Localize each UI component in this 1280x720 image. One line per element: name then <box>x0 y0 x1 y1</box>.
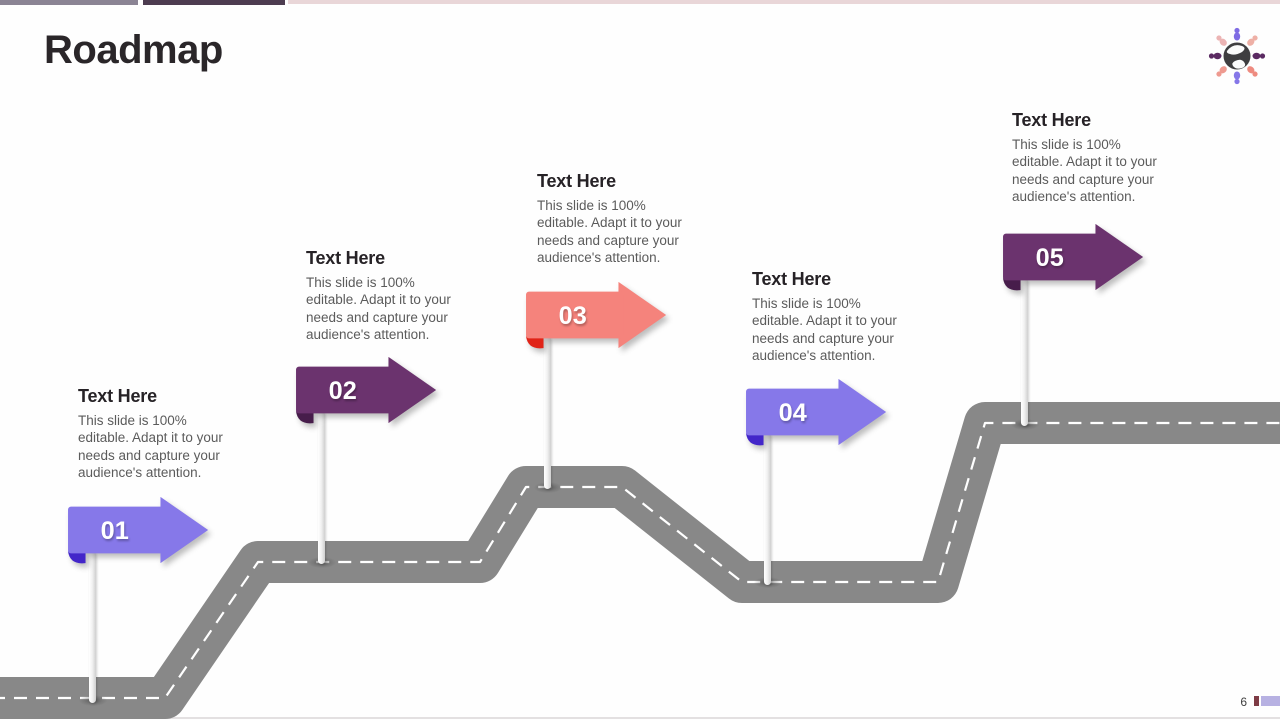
globe-icon <box>1223 42 1251 70</box>
milestone-2-description: This slide is 100% editable. Adapt it to… <box>306 275 451 342</box>
milestone-1-text-block[interactable]: Text Here This slide is 100% editable. A… <box>78 386 246 481</box>
arrow-head <box>838 378 887 446</box>
footer-bar-small <box>1254 696 1259 706</box>
sign-body <box>296 366 394 414</box>
page-number: 6 <box>1240 695 1247 709</box>
milestone-2-sign[interactable]: 02 <box>296 354 442 426</box>
arrow-head <box>160 496 209 564</box>
milestone-5-description: This slide is 100% editable. Adapt it to… <box>1012 137 1157 204</box>
sign-body <box>1003 233 1101 281</box>
page-title: Roadmap <box>44 28 223 72</box>
top-border-segment-1 <box>0 0 138 5</box>
ribbon-curl <box>1003 278 1021 291</box>
bottom-border <box>0 717 1280 719</box>
milestone-3-pole <box>544 336 551 489</box>
milestone-3-sign[interactable]: 03 <box>526 279 672 351</box>
milestone-5-text-block[interactable]: Text Here This slide is 100% editable. A… <box>1012 110 1180 205</box>
milestone-1-sign[interactable]: 01 <box>68 494 214 566</box>
milestone-5-pole <box>1021 278 1028 426</box>
milestone-1-number: 01 <box>101 517 129 545</box>
milestone-5-number: 05 <box>1036 244 1064 272</box>
person-icons <box>1208 27 1266 85</box>
milestone-3-title: Text Here <box>537 171 616 191</box>
ribbon-curl <box>526 336 544 349</box>
globe-people-logo-icon <box>1208 27 1266 85</box>
milestone-4-title: Text Here <box>752 269 831 289</box>
sign-body <box>526 291 624 339</box>
milestone-3-text-block[interactable]: Text Here This slide is 100% editable. A… <box>537 171 705 266</box>
arrow-head <box>1095 223 1144 291</box>
sign-body <box>746 388 844 436</box>
milestone-1-description: This slide is 100% editable. Adapt it to… <box>78 413 223 480</box>
footer: 6 <box>1240 695 1280 709</box>
top-border <box>0 0 1280 5</box>
milestone-1-title: Text Here <box>78 386 157 406</box>
milestone-2-title: Text Here <box>306 248 385 268</box>
sign-body <box>68 506 166 554</box>
ribbon-curl <box>746 433 764 446</box>
top-border-segment-3 <box>288 0 1280 4</box>
milestone-3-description: This slide is 100% editable. Adapt it to… <box>537 198 682 265</box>
footer-bar-large <box>1261 696 1280 706</box>
top-border-segment-2 <box>143 0 285 5</box>
milestone-3-number: 03 <box>559 302 587 330</box>
milestone-5-sign[interactable]: 05 <box>1003 221 1149 293</box>
milestone-1-pole <box>89 551 96 703</box>
milestone-4-number: 04 <box>779 399 807 427</box>
arrow-head <box>388 356 437 424</box>
milestone-5-title: Text Here <box>1012 110 1091 130</box>
milestone-4-description: This slide is 100% editable. Adapt it to… <box>752 296 897 363</box>
ribbon-curl <box>68 551 86 564</box>
milestone-2-pole <box>318 411 325 564</box>
ribbon-curl <box>296 411 314 424</box>
road-center-dashes <box>0 421 1280 700</box>
milestone-2-text-block[interactable]: Text Here This slide is 100% editable. A… <box>306 248 474 343</box>
milestone-2-number: 02 <box>329 377 357 405</box>
milestone-4-sign[interactable]: 04 <box>746 376 892 448</box>
milestone-4-pole <box>764 433 771 585</box>
arrow-head <box>618 281 667 349</box>
milestone-4-text-block[interactable]: Text Here This slide is 100% editable. A… <box>752 269 920 364</box>
